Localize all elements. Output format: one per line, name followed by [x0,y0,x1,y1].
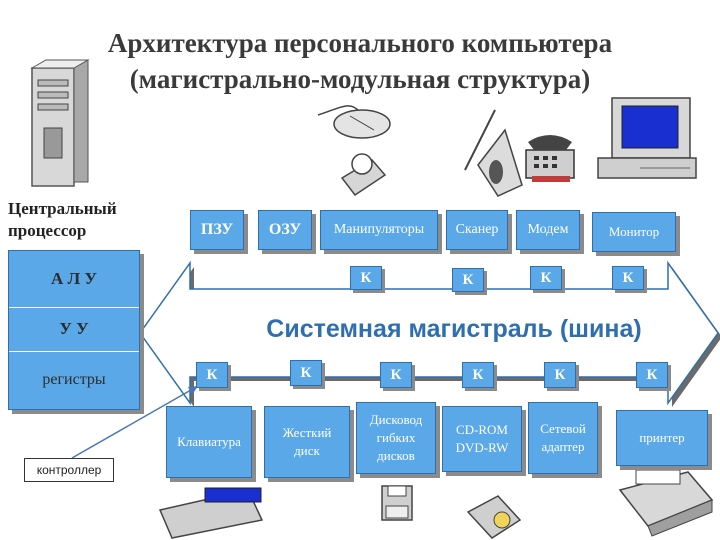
title-line-2: (магистрально-модульная структура) [129,64,591,94]
scanner-module: Сканер [446,210,508,250]
printer-icon [618,469,714,537]
controller-scanner: К [452,268,484,292]
monitor-module: Монитор [592,212,676,252]
control-unit-label: У У [59,319,89,338]
hdd-label-1: Жесткий [282,425,332,440]
fdd-label-3: дисков [377,448,415,463]
keyboard-module: Клавиатура [166,406,252,478]
ram-module: ОЗУ [258,210,312,250]
controller-hdd: К [290,360,322,386]
title-line-1: Архитектура персонального компьютера [107,28,613,58]
system-bus-label: Системная магистраль (шина) [266,315,642,343]
cdrom-label-2: DVD-RW [455,440,509,455]
mouse-icon [317,105,391,139]
manipulators-module: Манипуляторы [320,210,438,250]
controller-keyboard: К [196,362,228,388]
cpu-block: А Л У У У регистры [8,250,140,410]
cdrom-module: CD-ROM DVD-RW [442,406,522,472]
fdd-label-2: гибких [376,430,416,445]
cd-drive-icon [466,495,522,539]
nic-label-2: адаптер [541,439,585,454]
controller-network: К [544,362,576,388]
registers-label: регистры [42,371,106,388]
controller-monitor: К [612,266,644,290]
controller-fdd: К [380,362,412,388]
cpu-caption-line-1: Центральный [8,199,117,218]
controller-callout-arrow [71,385,199,459]
nic-label-1: Сетевой [540,421,586,436]
hdd-label-2: диск [294,443,320,458]
floppy-disk-icon [381,485,413,521]
modem-module: Модем [516,210,580,250]
cpu-caption-line-2: процессор [8,221,87,240]
fdd-module: Дисковод гибких дисков [356,402,436,474]
printer-module: принтер [616,410,708,466]
monitor-icon [597,97,697,179]
keyboard-icon [158,487,264,539]
cdrom-label-1: CD-ROM [455,422,508,437]
light-pen-icon [464,109,523,197]
controller-cdrom: К [462,362,494,388]
controller-callout: контроллер [24,458,114,482]
alu-label: А Л У [51,269,97,288]
rom-module: ПЗУ [190,210,244,250]
computer-tower-icon [30,59,90,187]
cpu-caption: Центральный процессор [8,198,117,242]
hdd-module: Жесткий диск [264,406,350,478]
telephone-modem-icon [525,135,575,182]
controller-modem: К [530,266,562,290]
trackball-icon [340,153,387,197]
controller-printer: К [636,362,668,388]
fdd-label-1: Дисковод [369,412,423,427]
network-adapter-module: Сетевой адаптер [528,402,598,474]
controller-manipulators: К [350,266,382,290]
